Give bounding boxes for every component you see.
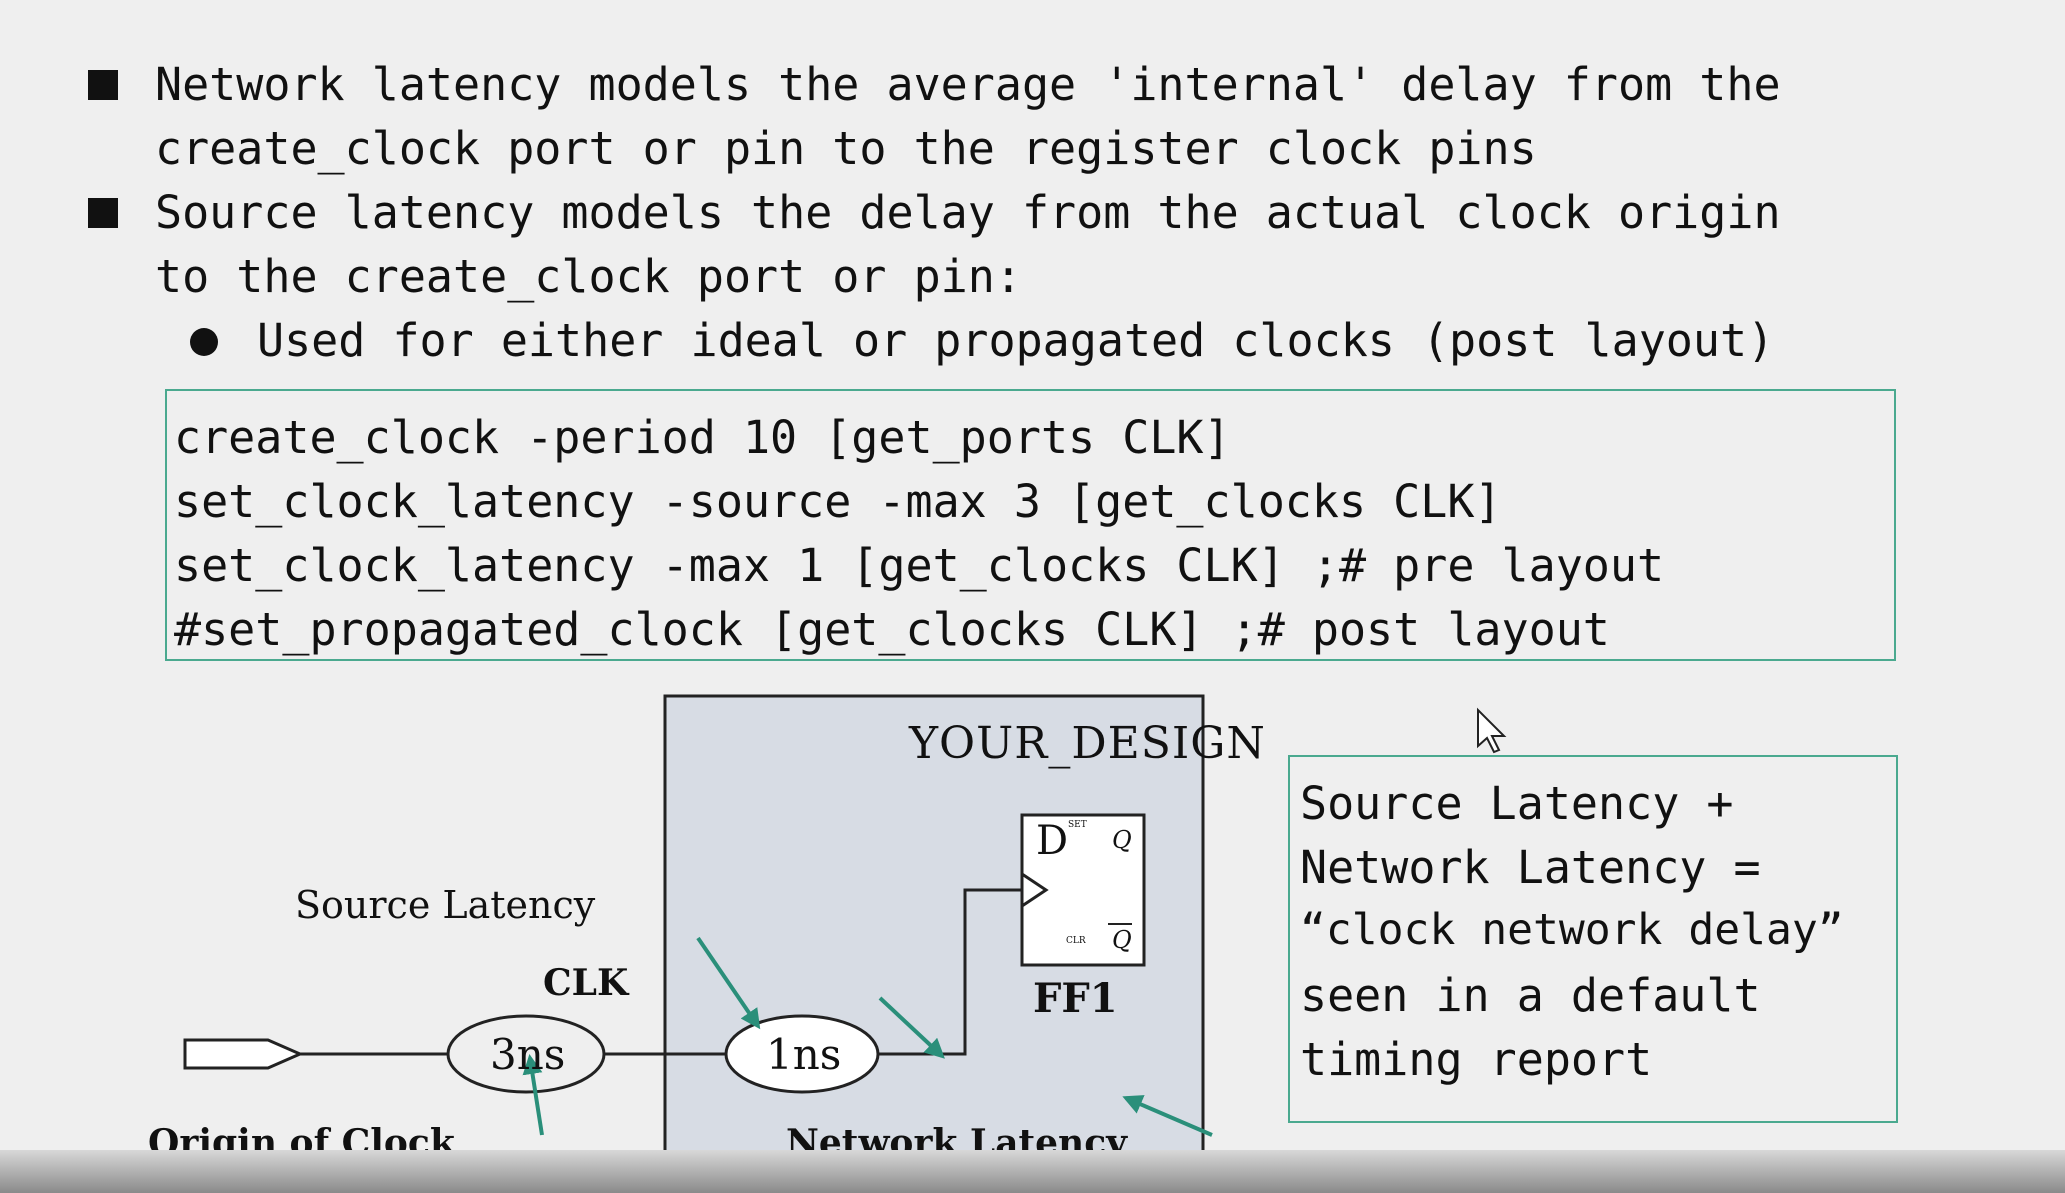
code-box: create_clock -period 10 [get_ports CLK] …	[165, 389, 1896, 661]
note-line: Source Latency +	[1300, 777, 1734, 830]
arrow-icon	[696, 936, 761, 1030]
clock-pin-icon	[1021, 872, 1049, 908]
origin-port-icon	[183, 1038, 304, 1070]
note-line: Network Latency =	[1300, 841, 1761, 894]
source-latency-label: Source Latency	[295, 883, 596, 927]
code-line: set_clock_latency -source -max 3 [get_cl…	[174, 475, 1502, 528]
arrow-icon	[1122, 1095, 1213, 1137]
note-line: timing report	[1300, 1033, 1653, 1086]
ff-set-pin: SET	[1068, 820, 1087, 830]
code-line: create_clock -period 10 [get_ports CLK]	[174, 411, 1231, 464]
mouse-cursor-icon	[1477, 707, 1507, 754]
bullet-2-line-2: to the create_clock port or pin:	[155, 250, 1022, 303]
note-box: Source Latency + Network Latency = “cloc…	[1288, 755, 1898, 1123]
bottom-bar	[0, 1150, 2065, 1193]
arrow-icon	[878, 996, 945, 1059]
ff-d-pin: D	[1036, 818, 1069, 864]
bullet-dot-icon	[190, 328, 218, 356]
network-delay-value: 1ns	[766, 1030, 842, 1079]
bullet-1-line-1: Network latency models the average 'inte…	[155, 58, 1781, 111]
bullet-square-icon	[88, 198, 118, 228]
ff-name-label: FF1	[1033, 975, 1118, 1022]
code-line: set_clock_latency -max 1 [get_clocks CLK…	[174, 539, 1665, 592]
wire	[878, 888, 1022, 1056]
bullet-1-line-2: create_clock port or pin to the register…	[155, 122, 1537, 175]
source-delay-value: 3ns	[490, 1030, 566, 1079]
ff-clr-pin: CLR	[1066, 936, 1086, 946]
bullet-2-line-1: Source latency models the delay from the…	[155, 186, 1781, 239]
sub-bullet-text: Used for either ideal or propagated cloc…	[257, 314, 1775, 367]
note-line: seen in a default	[1300, 969, 1761, 1022]
design-label: YOUR_DESIGN	[909, 718, 1266, 769]
ff-qbar-pin: Q	[1112, 926, 1132, 954]
bullet-square-icon	[88, 70, 118, 100]
clk-label: CLK	[543, 962, 629, 1004]
code-line: #set_propagated_clock [get_clocks CLK] ;…	[174, 603, 1610, 656]
ff-q-pin: Q	[1112, 826, 1132, 854]
note-line: “clock network delay”	[1300, 905, 1844, 955]
